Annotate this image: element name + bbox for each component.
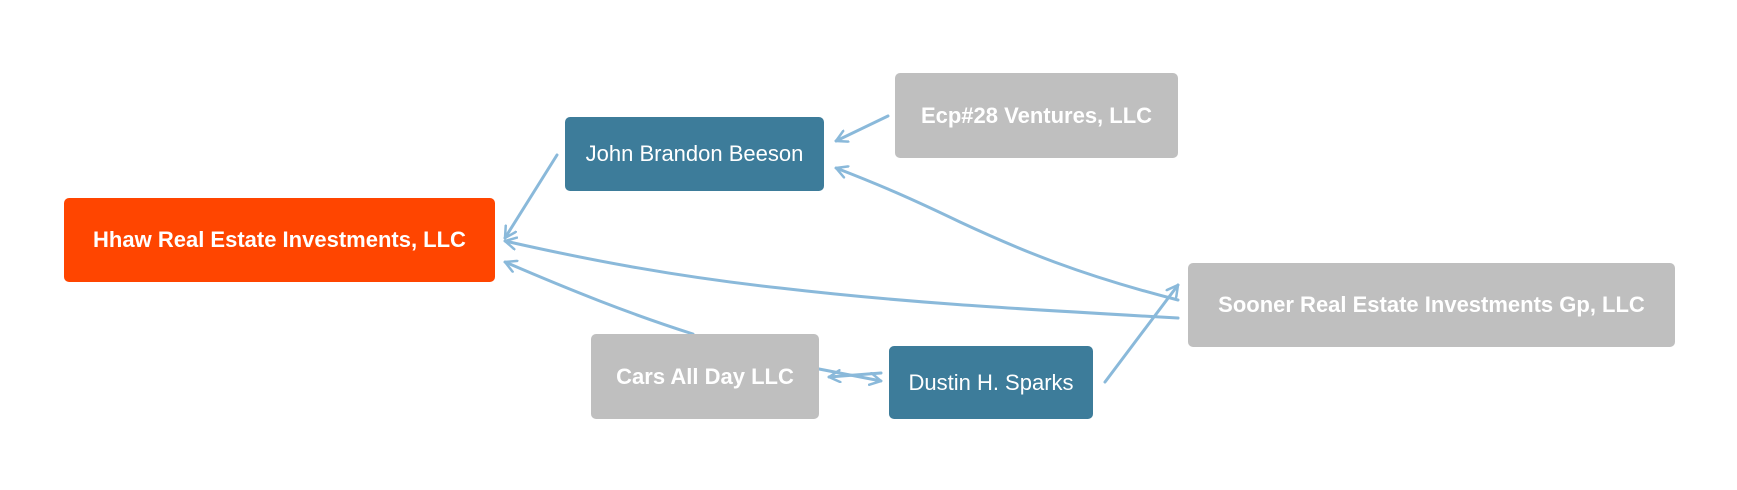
edge-sooner-to-john[interactable] xyxy=(834,168,1180,302)
edge-dustin-to-sooner[interactable] xyxy=(1103,283,1180,384)
node-sooner-real-estate[interactable]: Sooner Real Estate Investments Gp, LLC xyxy=(1188,263,1675,347)
edge-sooner-to-hhaw[interactable] xyxy=(503,241,1180,320)
node-cars-all-day[interactable]: Cars All Day LLC xyxy=(591,334,819,419)
node-dustin-h-sparks[interactable]: Dustin H. Sparks xyxy=(889,346,1093,419)
edge-cars-to-hhaw[interactable] xyxy=(503,262,695,336)
edge-john-to-hhaw[interactable] xyxy=(503,153,559,240)
node-john-brandon-beeson[interactable]: John Brandon Beeson xyxy=(565,117,824,191)
node-ecp28-ventures[interactable]: Ecp#28 Ventures, LLC xyxy=(895,73,1178,158)
edge-dustin-to-cars[interactable] xyxy=(827,373,883,377)
edge-ecp-to-john[interactable] xyxy=(834,114,890,141)
node-hhaw-real-estate[interactable]: Hhaw Real Estate Investments, LLC xyxy=(64,198,495,282)
